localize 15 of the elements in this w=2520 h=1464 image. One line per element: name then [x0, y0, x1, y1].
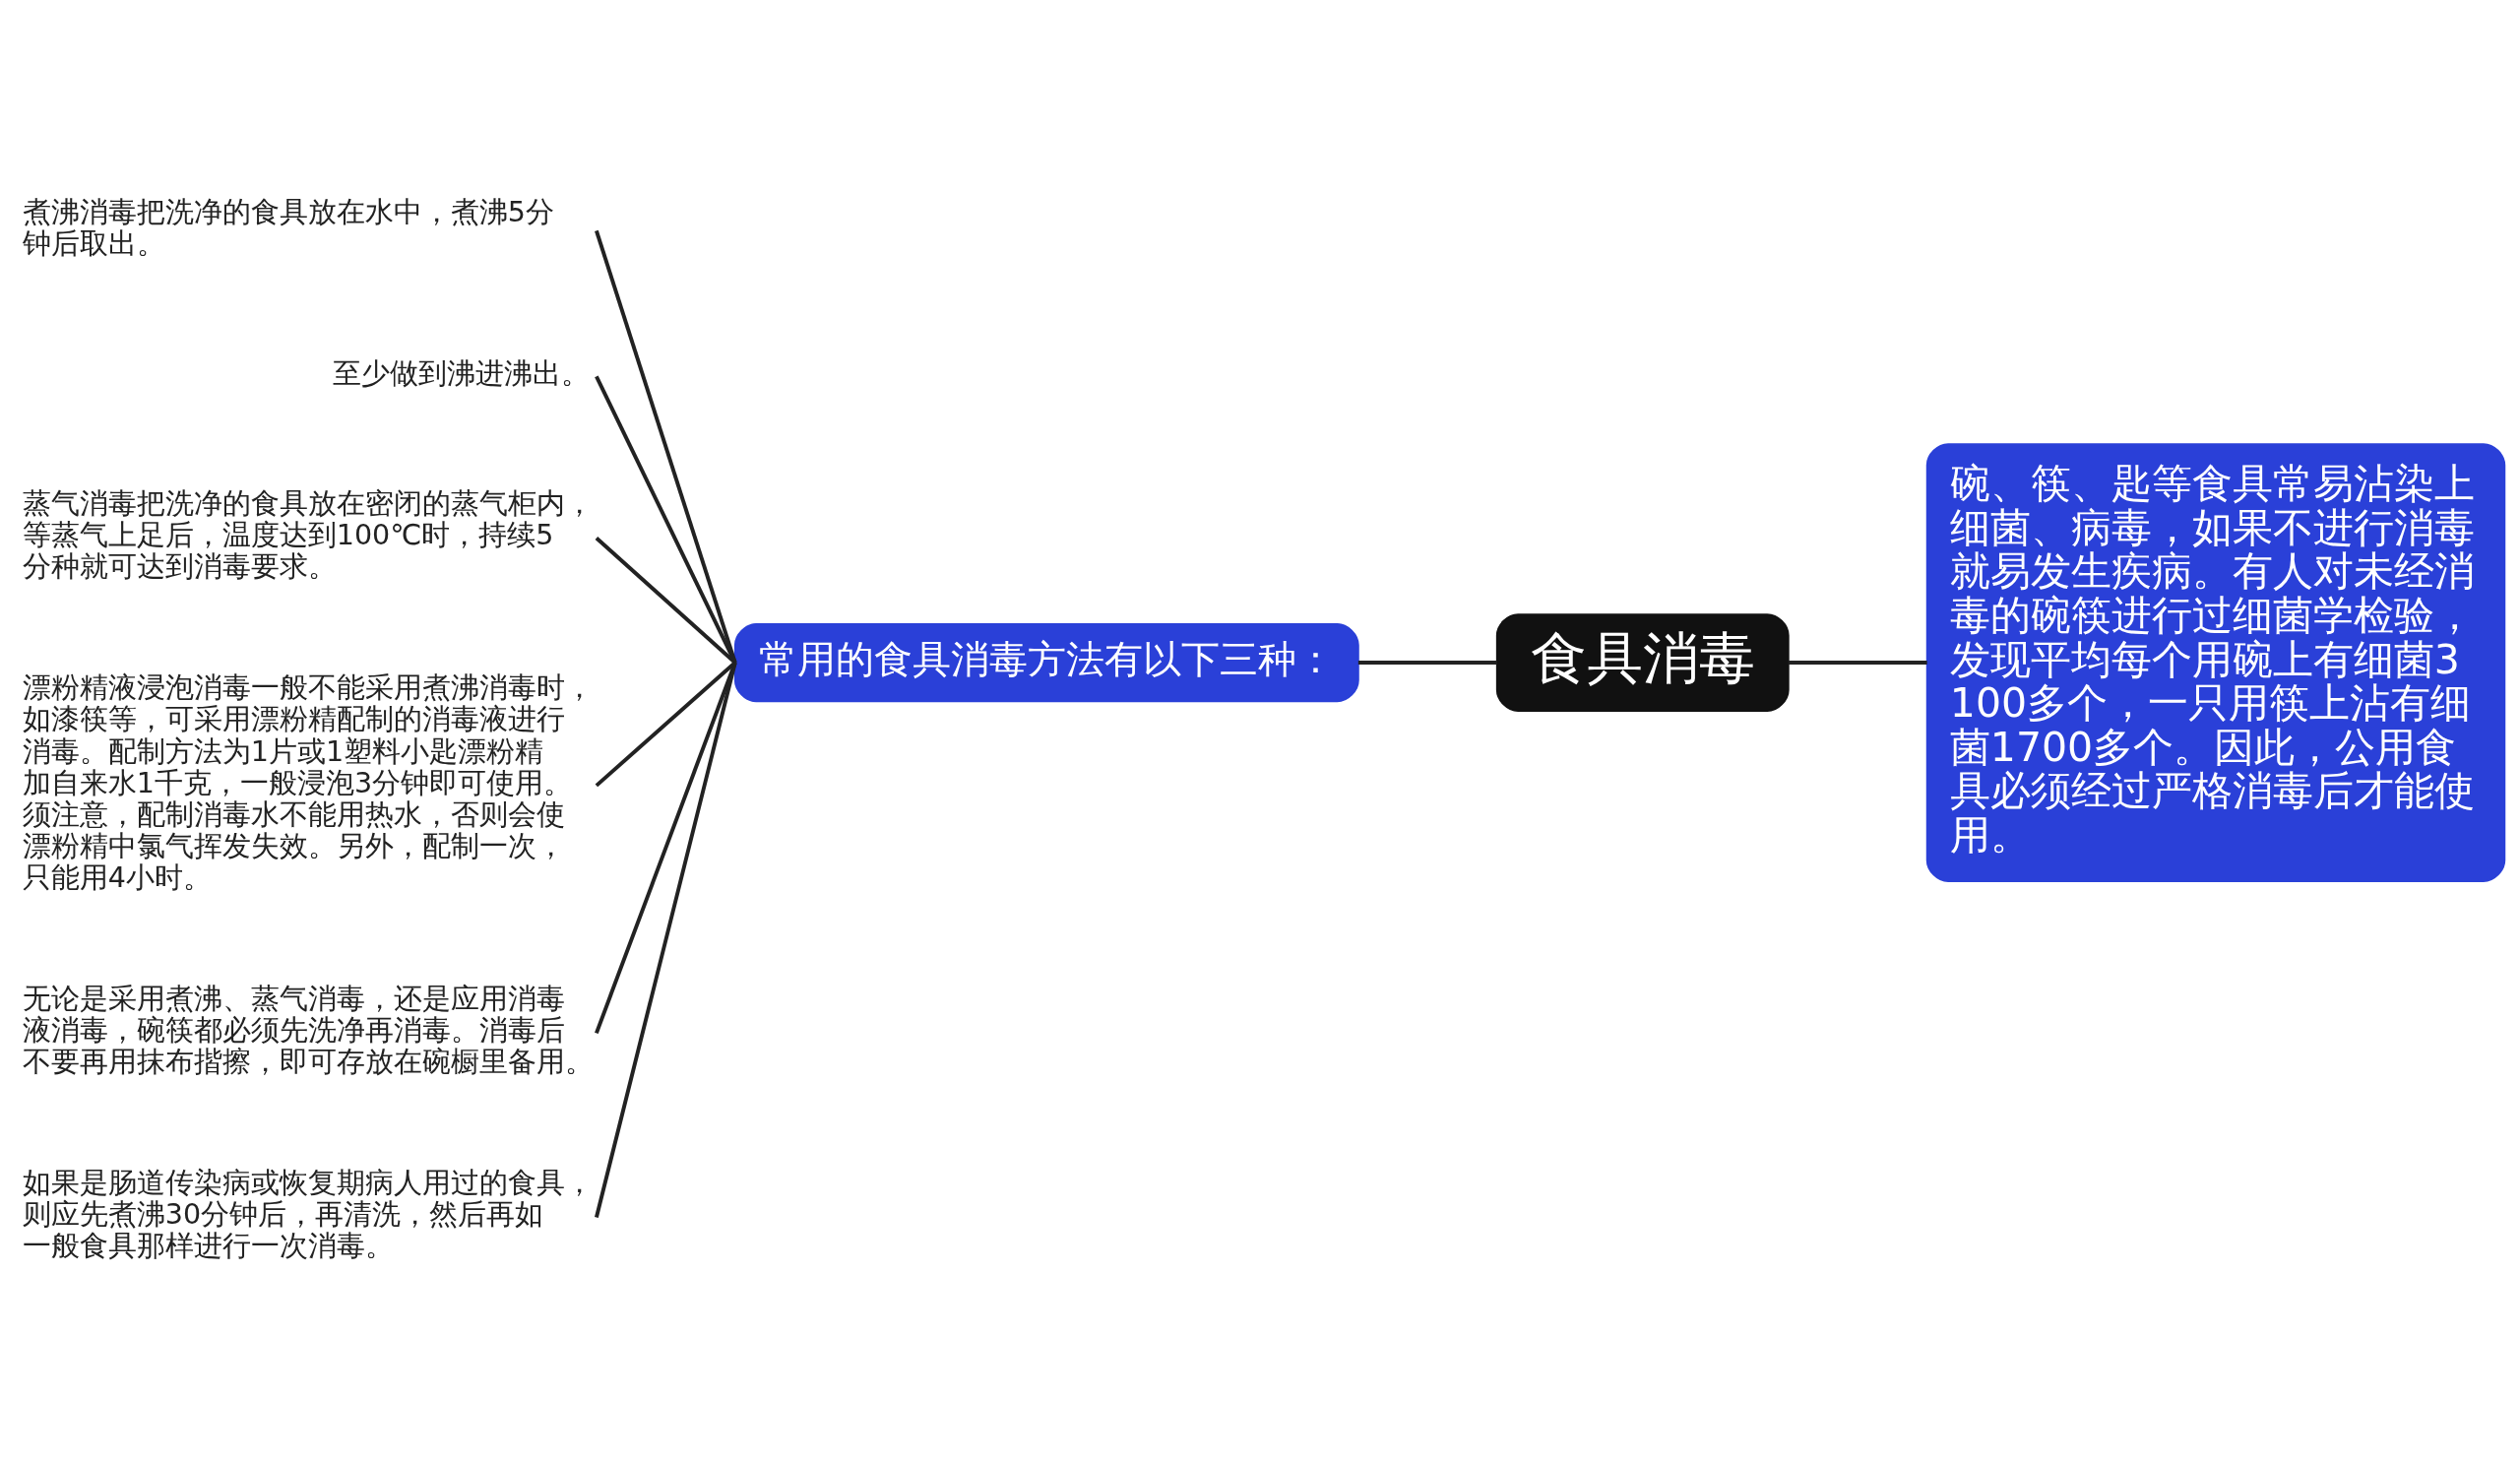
- connector: [595, 662, 737, 1219]
- node-text: 蒸气消毒把洗净的食具放在密闭的蒸气柜内，等蒸气上足后，温度达到100℃时，持续5分种就可达到消毒要求。: [22, 487, 594, 584]
- connector: [595, 229, 737, 664]
- connector: [1357, 661, 1497, 665]
- node-text: 至少做到沸进沸出。: [332, 357, 590, 391]
- node-box: 碗、筷、匙等食具常易沾染上细菌、病毒，如果不进行消毒就易发生疾病。有人对未经消毒的碗筷进行过细菌学检验，发现平均每个用碗上有细菌3100多个，一只用筷上沾有细菌1700多个。因此，公用食具必须经过严格消毒后才能使用。: [1925, 443, 2506, 882]
- node-text: 漂粉精液浸泡消毒一般不能采用煮沸消毒时，如漆筷等，可采用漂粉精配制的消毒液进行消毒。配制方法为1片或1塑料小匙漂粉精加自来水1千克，一般浸泡3分钟即可使用。须注意，配制消毒水不能用热水，否则会使漂粉精中氯气挥发失效。另外，配制一次，只能用4小时。: [22, 671, 594, 894]
- connector: [1788, 661, 1927, 665]
- node-box: 常用的食具消毒方法有以下三种：: [733, 622, 1359, 703]
- node-text: 煮沸消毒把洗净的食具放在水中，煮沸5分钟后取出。: [22, 196, 554, 261]
- node-text: 无论是采用煮沸、蒸气消毒，还是应用消毒液消毒，碗筷都必须先洗净再消毒。消毒后不要再用抹布揩擦，即可存放在碗橱里备用。: [22, 983, 594, 1079]
- node-box: 食具消毒: [1495, 613, 1790, 712]
- connector: [595, 375, 737, 664]
- connector: [595, 662, 737, 1035]
- node-text: 如果是肠道传染病或恢复期病人用过的食具，则应先煮沸30分钟后，再清洗，然后再如一般食具那样进行一次消毒。: [22, 1167, 594, 1263]
